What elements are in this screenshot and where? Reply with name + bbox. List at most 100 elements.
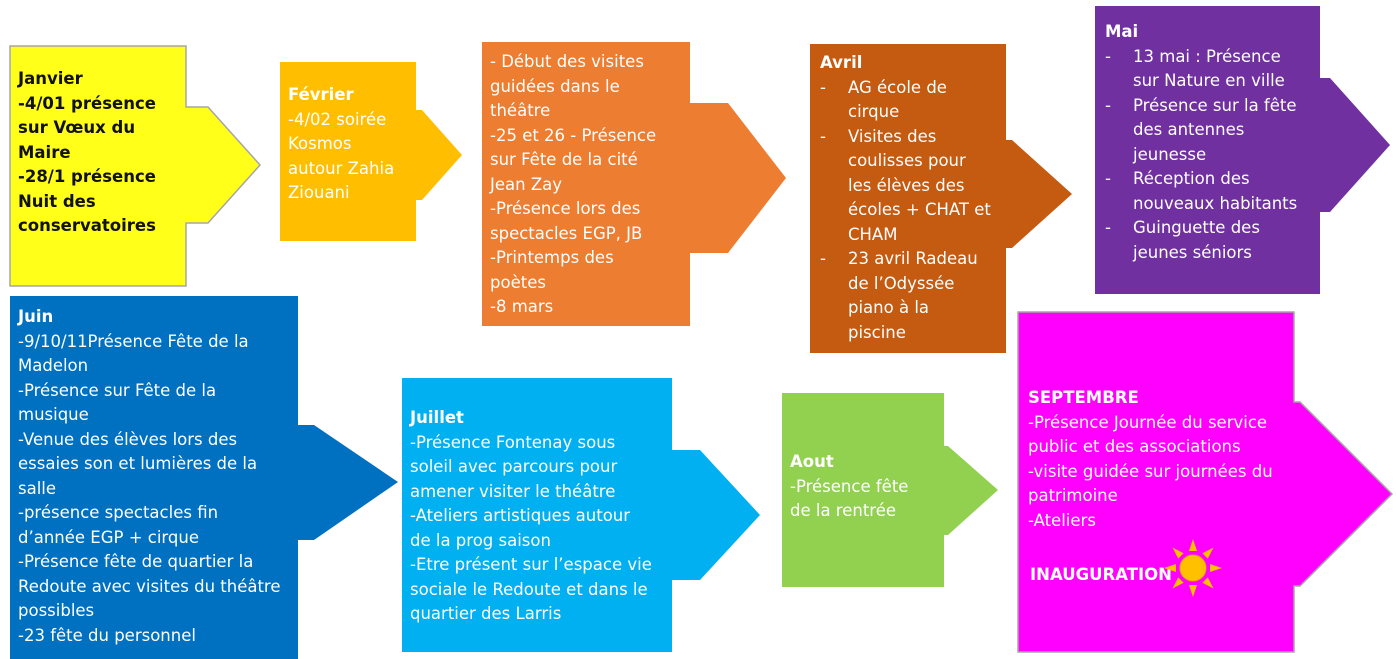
aout-title: Aout [790, 452, 834, 471]
juillet-title: Juillet [410, 408, 464, 427]
mars-line: spectacles EGP, JB [490, 223, 643, 243]
janvier-line: sur Vœux du [18, 118, 136, 137]
septembre-line: -Ateliers [1028, 510, 1096, 530]
juin-line: -présence spectacles fin [18, 503, 219, 522]
mars-line: poètes [490, 272, 546, 292]
avril-item-line: écoles + CHAT et [848, 200, 991, 219]
juin-line: d’année EGP + cirque [18, 527, 200, 547]
juillet-line: -Ateliers artistiques autour [410, 506, 631, 525]
mars-line: Jean Zay [490, 174, 563, 194]
juillet-block: Juillet -Présence Fontenay sous soleil a… [410, 406, 675, 627]
janvier-line: -4/01 présence [18, 93, 156, 113]
arrow-juin-shape [10, 296, 398, 659]
avril-item: Visites des coulisses pour les élèves de… [820, 125, 1010, 248]
juillet-line: de la prog saison [410, 530, 551, 550]
avril-item-line: CHAM [848, 224, 898, 244]
septembre-line: -Présence Journée du service [1028, 412, 1268, 432]
avril-item-line: les élèves des [848, 175, 965, 195]
juin-line: -Venue des élèves lors des [18, 429, 238, 449]
juin-line: -Présence sur Fête de la [18, 380, 217, 400]
mai-item: Réception des nouveaux habitants [1105, 167, 1330, 216]
mai-item-line: Réception des [1133, 169, 1250, 188]
mai-item: Présence sur la fête des antennes jeunes… [1105, 94, 1330, 168]
janvier-line: Maire [18, 142, 71, 162]
fevrier-line: autour Zahia [288, 158, 395, 178]
avril-item: 23 avril Radeau de l’Odyssée piano à la … [820, 247, 1010, 345]
inauguration-text: INAUGURATION [1030, 565, 1172, 584]
mars-line: -Printemps des [490, 248, 614, 267]
avril-item-line: de l’Odyssée [848, 273, 955, 293]
juin-line: -Présence fête de quartier la [18, 552, 254, 571]
juin-line: Redoute avec visites du théâtre [18, 576, 281, 596]
avril-list: AG école de cirque Visites des coulisses… [820, 76, 1010, 346]
juin-line: musique [18, 405, 89, 424]
juillet-line: soleil avec parcours pour [410, 457, 618, 476]
arrow-fevrier [0, 0, 462, 241]
mars-line: -Présence lors des [490, 199, 641, 218]
aout-block: Aout -Présence fête de la rentrée [790, 450, 945, 524]
avril-item-line: coulisses pour [848, 151, 966, 170]
fevrier-line: -4/02 soirée [288, 109, 387, 129]
mai-title: Mai [1105, 22, 1139, 41]
avril-item: AG école de cirque [820, 76, 1010, 125]
arrow-mars [0, 0, 786, 326]
septembre-line: -visite guidée sur journées du [1028, 461, 1273, 481]
juin-line: -23 fête du personnel [18, 625, 196, 645]
mai-item-line: jeunes séniors [1133, 242, 1252, 262]
mars-block: - Début des visites guidées dans le théâ… [490, 50, 690, 320]
juillet-line: quartier des Larris [410, 604, 562, 623]
avril-title: Avril [820, 53, 863, 72]
arrow-juin [0, 0, 398, 659]
avril-item-line: AG école de [848, 77, 947, 97]
juillet-line: -Etre présent sur l’espace vie [410, 555, 652, 574]
septembre-title: SEPTEMBRE [1028, 388, 1139, 407]
arrow-fevrier-shape [280, 62, 462, 241]
septembre-block: SEPTEMBRE -Présence Journée du service p… [1028, 386, 1298, 533]
mai-item: Guinguette des jeunes séniors [1105, 216, 1330, 265]
janvier-title: Janvier [18, 69, 83, 88]
septembre-line: public et des associations [1028, 437, 1241, 456]
arrow-janvier [0, 0, 262, 287]
juin-block: Juin -9/10/11Présence Fête de la Madelon… [18, 305, 308, 648]
avril-item-line: 23 avril Radeau [848, 249, 978, 268]
arrow-janvier-shape [9, 45, 262, 287]
mars-line: sur Fête de la cité [490, 150, 638, 169]
fevrier-title: Février [288, 85, 354, 104]
mars-line: guidées dans le [490, 76, 620, 96]
fevrier-line: Kosmos [288, 134, 352, 153]
juillet-line: amener visiter le théâtre [410, 481, 616, 501]
mars-line: - Début des visites [490, 52, 644, 71]
janvier-line: Nuit des [18, 191, 96, 211]
mai-item-line: sur Nature en ville [1133, 71, 1285, 90]
mai-item-line: Guinguette des [1133, 218, 1260, 237]
fevrier-block: Février -4/02 soirée Kosmos autour Zahia… [288, 83, 423, 206]
aout-line: de la rentrée [790, 501, 897, 520]
avril-item-line: cirque [848, 102, 900, 121]
mars-line: théâtre [490, 101, 551, 120]
fevrier-line: Ziouani [288, 183, 350, 202]
juin-line: possibles [18, 601, 95, 620]
avril-item-line: piscine [848, 322, 906, 342]
arrow-juillet-shape [402, 378, 760, 652]
sun-icon [1163, 538, 1223, 598]
arrow-septembre-shape [1017, 311, 1394, 653]
mai-item: 13 mai : Présence sur Nature en ville [1105, 45, 1330, 94]
inauguration-label: INAUGURATION [1030, 563, 1172, 588]
aout-line: -Présence fête [790, 476, 909, 496]
mai-item-line: jeunesse [1133, 144, 1207, 164]
mai-item-line: Présence sur la fête [1133, 95, 1297, 115]
juin-line: -9/10/11Présence Fête de la [18, 331, 249, 351]
septembre-line: patrimoine [1028, 486, 1118, 505]
arrow-aout-shape [782, 393, 998, 587]
mars-line: -25 et 26 - Présence [490, 125, 657, 145]
mai-list: 13 mai : Présence sur Nature en ville Pr… [1105, 45, 1330, 266]
mai-block: Mai 13 mai : Présence sur Nature en vill… [1105, 20, 1330, 265]
avril-item-line: piano à la [848, 298, 930, 317]
mars-line: -8 mars [490, 297, 554, 316]
arrow-aout [0, 0, 998, 587]
avril-item-line: Visites des [848, 126, 937, 146]
janvier-block: Janvier -4/01 présence sur Vœux du Maire… [18, 67, 188, 239]
mai-item-line: 13 mai : Présence [1133, 46, 1281, 66]
mai-item-line: des antennes [1133, 120, 1245, 139]
